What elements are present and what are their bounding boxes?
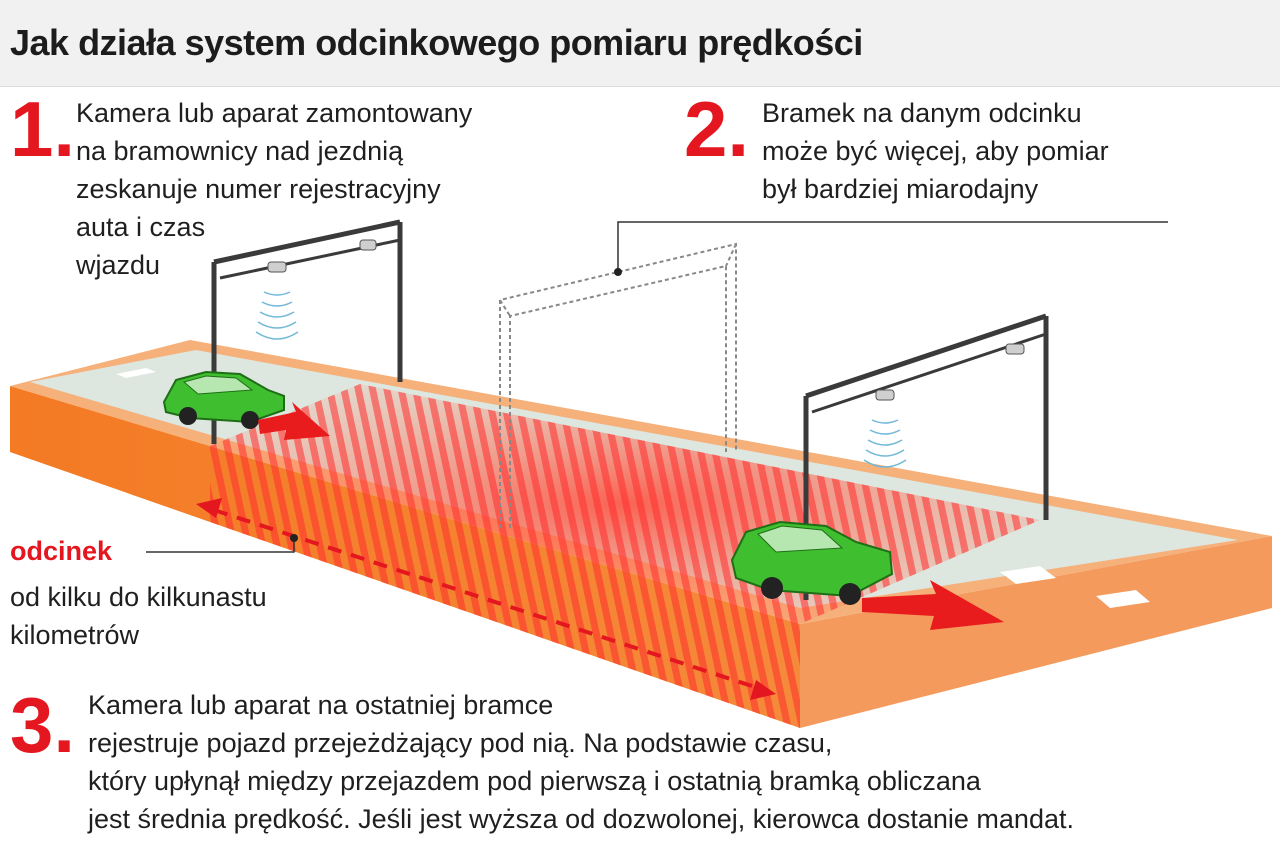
lane-markings: [116, 368, 1150, 608]
last-scan-waves-icon: [863, 419, 907, 468]
segment-description-line: od kilku do kilkunastu: [10, 582, 267, 612]
step-3-line: który upłynął między przejazdem pod pier…: [88, 766, 981, 796]
first-car-icon: [162, 370, 285, 429]
step-1-line: wjazdu: [76, 250, 161, 280]
step-2-number: 2.: [684, 85, 750, 173]
segment-description: od kilku do kilkunastu kilometrów: [10, 578, 340, 654]
step-1-text: Kamera lub aparat zamontowany na bramown…: [76, 94, 472, 284]
middle-gantry-outline: [499, 242, 737, 528]
step-3-text: Kamera lub aparat na ostatniej bramce re…: [88, 686, 1074, 838]
step-3-line: Kamera lub aparat na ostatniej bramce: [88, 690, 554, 720]
page-title: Jak działa system odcinkowego pomiaru pr…: [10, 22, 863, 63]
first-direction-arrow-icon: [258, 402, 330, 440]
step-3-line: jest średnia prędkość. Jeśli jest wyższa…: [88, 804, 1074, 834]
step-2-callout-dot: [614, 268, 622, 276]
segment-arrow-head-left: [196, 498, 222, 518]
first-scan-waves-icon: [255, 291, 299, 340]
step-1-line: zeskanuje numer rejestracyjny: [76, 174, 441, 204]
step-2-line: był bardziej miarodajny: [762, 174, 1039, 204]
step-2-text: Bramek na danym odcinku może być więcej,…: [762, 94, 1109, 208]
last-direction-arrow-icon: [862, 580, 1004, 630]
segment-description-line: kilometrów: [10, 620, 140, 650]
step-2-line: może być więcej, aby pomiar: [762, 136, 1109, 166]
step-2-line: Bramek na danym odcinku: [762, 98, 1082, 128]
first-camera-icon: [267, 239, 377, 273]
step-3-number: 3.: [10, 681, 76, 769]
step-1-number: 1.: [10, 85, 76, 173]
segment-label: odcinek: [10, 536, 113, 566]
segment-callout-line: [146, 538, 295, 553]
header-bar: Jak działa system odcinkowego pomiaru pr…: [0, 0, 1280, 87]
step-1-line: auta i czas: [76, 212, 206, 242]
last-car-icon: [730, 520, 894, 605]
road-illustration: [10, 219, 1272, 728]
measured-zone-front: [210, 446, 800, 728]
road-right-face: [800, 536, 1272, 728]
step-1-line: Kamera lub aparat zamontowany: [76, 98, 473, 128]
step-3-line: rejestruje pojazd przejeżdżający pod nią…: [88, 728, 833, 758]
segment-arrow-head-right: [750, 680, 776, 700]
last-camera-icon: [875, 343, 1025, 401]
step-2-callout-line: [617, 221, 1168, 272]
step-1-line: na bramownicy nad jezdnią: [76, 136, 404, 166]
segment-callout-dot: [290, 534, 298, 542]
